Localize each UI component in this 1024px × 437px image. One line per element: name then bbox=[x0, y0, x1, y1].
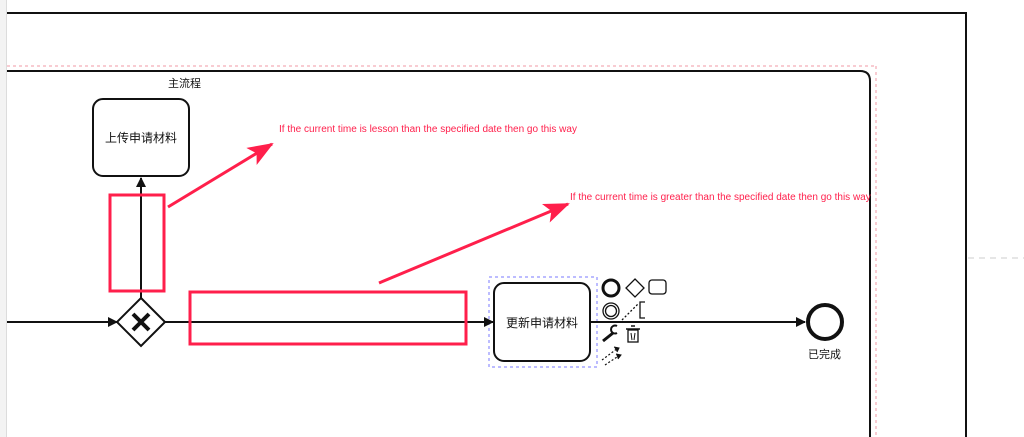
pool-selection-outline bbox=[7, 65, 877, 437]
pool-title: 主流程 bbox=[168, 77, 201, 90]
task-upload-shape[interactable] bbox=[92, 98, 190, 177]
exclusive-gateway[interactable] bbox=[115, 296, 167, 348]
end-event[interactable] bbox=[806, 303, 844, 341]
annotation-note-lower: If the current time is greater than the … bbox=[570, 192, 871, 203]
annotation-note-upper: If the current time is lesson than the s… bbox=[279, 124, 577, 135]
task-icon bbox=[648, 279, 667, 295]
task-update-shape[interactable] bbox=[493, 282, 591, 362]
end-event-icon bbox=[601, 278, 621, 298]
wrench-icon bbox=[602, 324, 618, 343]
outer-frame bbox=[7, 12, 1024, 437]
intermediate-event-icon bbox=[602, 302, 620, 320]
connect-icon bbox=[601, 346, 622, 366]
highlight-box-horizontal bbox=[188, 290, 468, 346]
red-arrow-lower bbox=[378, 202, 570, 285]
task-update-label[interactable]: 更新申请材料 bbox=[505, 315, 578, 330]
gateway-icon bbox=[625, 278, 645, 298]
end-event-label: 已完成 bbox=[808, 348, 841, 361]
text-annotation-icon bbox=[621, 301, 645, 321]
red-arrow-upper bbox=[167, 142, 274, 209]
lane-frame[interactable] bbox=[7, 70, 871, 437]
trash-icon bbox=[626, 325, 640, 343]
task-upload-label[interactable]: 上传申请材料 bbox=[104, 131, 177, 145]
annotation-overlay bbox=[108, 142, 570, 346]
highlight-box-vertical bbox=[108, 193, 166, 293]
left-scroll-rail bbox=[0, 0, 7, 437]
context-pad[interactable] bbox=[601, 278, 667, 366]
gateway-x-icon bbox=[131, 312, 151, 332]
